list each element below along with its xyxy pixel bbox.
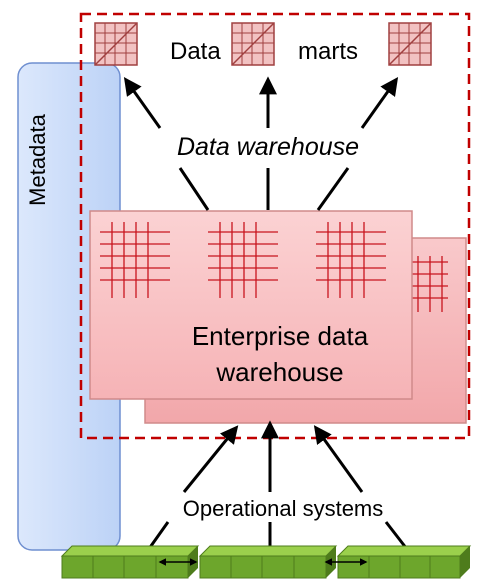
enterprise-data-warehouse-box: Enterprise data warehouse — [89, 210, 413, 400]
grid-icon — [412, 256, 448, 312]
arrows-to-data-marts — [123, 76, 399, 211]
block-icon — [336, 545, 472, 579]
arrow — [182, 425, 239, 493]
metadata-label: Metadata — [25, 113, 50, 205]
arrow — [313, 425, 364, 493]
block-icon — [198, 545, 338, 579]
grid-icon — [316, 222, 386, 298]
arrow — [316, 167, 350, 211]
grid-icon — [208, 222, 278, 298]
data-mart-icon-1 — [94, 22, 138, 66]
arrow — [178, 167, 210, 211]
grid-icon — [100, 222, 170, 298]
table-icon — [231, 22, 275, 66]
data-marts-label-right: marts — [298, 38, 358, 65]
block-icon — [60, 545, 200, 579]
operational-systems — [60, 545, 472, 579]
arrow — [123, 77, 162, 129]
data-marts-label-left: Data — [170, 38, 221, 65]
data-warehouse-boundary — [79, 12, 471, 440]
data-mart-icon-2 — [231, 22, 275, 66]
table-icon — [388, 22, 432, 66]
data-warehouse-label: Data warehouse — [177, 133, 359, 161]
edw-label-line1: Enterprise data — [192, 321, 369, 351]
arrow — [360, 77, 399, 129]
arrows-to-edw — [144, 420, 412, 554]
data-mart-icon-3 — [388, 22, 432, 66]
edw-label-line2: warehouse — [215, 357, 343, 387]
table-icon — [94, 22, 138, 66]
operational-systems-label: Operational systems — [183, 496, 384, 521]
